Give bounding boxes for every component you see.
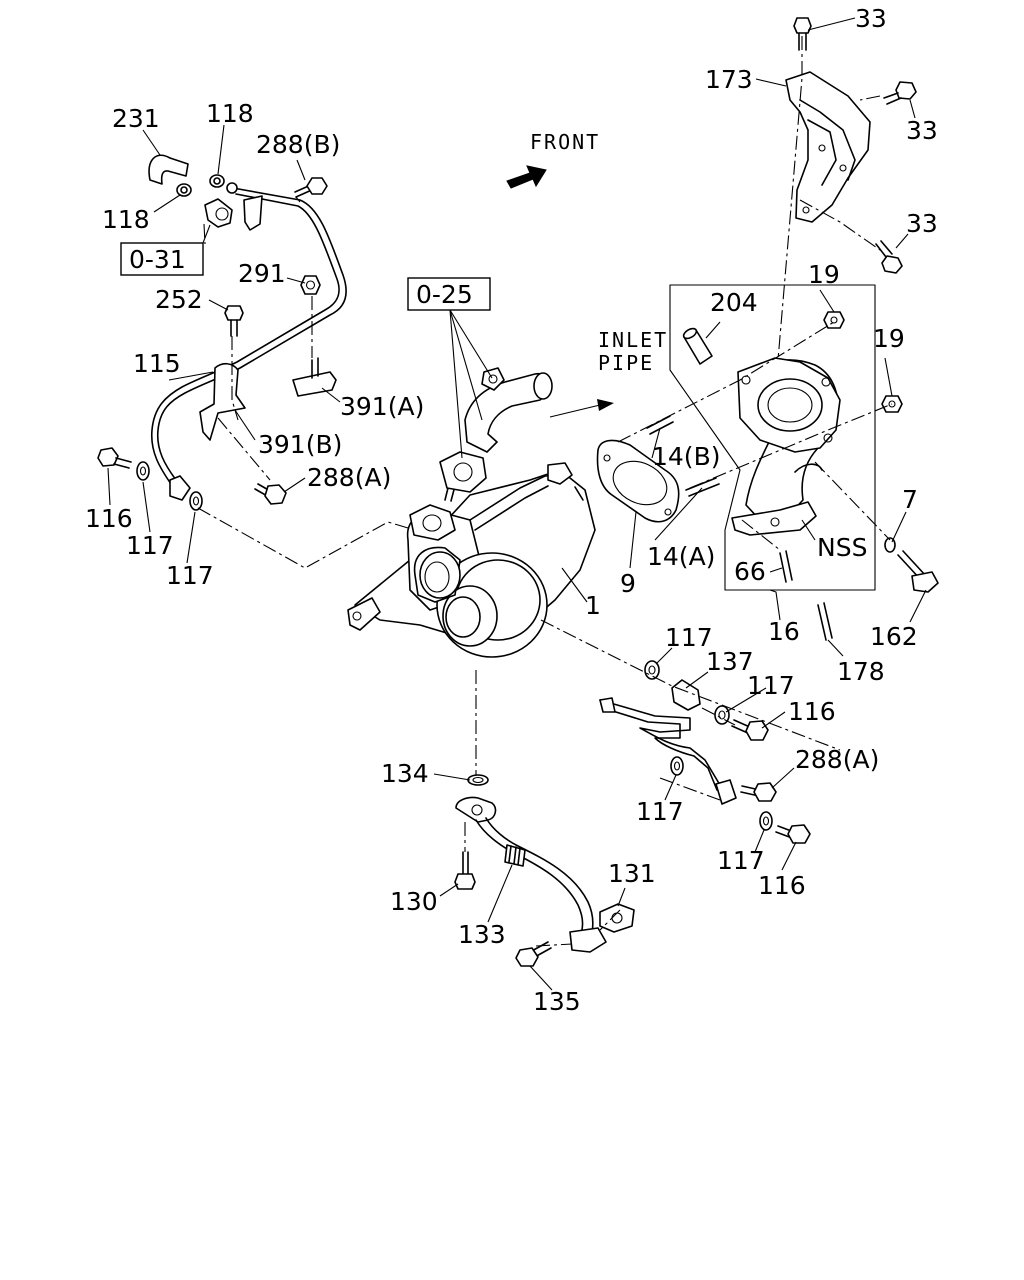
bracket-391b[interactable] <box>199 362 246 441</box>
callout-117-right-b[interactable]: 117 <box>747 671 795 700</box>
callout-9[interactable]: 9 <box>620 569 636 598</box>
hose-231[interactable] <box>148 154 189 185</box>
callout-14b[interactable]: 14(B) <box>652 442 720 471</box>
callout-66[interactable]: 66 <box>734 557 766 586</box>
callout-33-low[interactable]: 33 <box>906 209 938 238</box>
banjo-137[interactable] <box>671 679 701 711</box>
pipe-label: PIPE <box>598 351 654 375</box>
inlet-label: INLET <box>598 328 668 352</box>
washer-117-right-d[interactable] <box>759 811 773 831</box>
fitting-0-31[interactable] <box>204 198 233 228</box>
callout-116-right-a[interactable]: 116 <box>788 697 836 726</box>
heat-shield-173[interactable] <box>785 71 871 223</box>
gasket-0-25[interactable] <box>439 451 487 493</box>
bolt-116-left[interactable] <box>97 447 132 469</box>
callout-118-bottom[interactable]: 118 <box>102 205 150 234</box>
turbocharger-1[interactable] <box>347 462 596 658</box>
callout-162[interactable]: 162 <box>870 622 918 651</box>
bolt-33-top[interactable] <box>793 17 812 51</box>
callout-391b[interactable]: 391(B) <box>258 430 342 459</box>
callout-288b[interactable]: 288(B) <box>256 130 340 159</box>
bolt-288a-left[interactable] <box>254 483 287 505</box>
stud-178[interactable] <box>817 602 833 641</box>
callout-nss[interactable]: NSS <box>817 533 867 562</box>
callout-116-left[interactable]: 116 <box>85 504 133 533</box>
bolt-130[interactable] <box>454 851 476 890</box>
gasket-9[interactable] <box>596 439 680 523</box>
callout-19-upper[interactable]: 19 <box>808 260 840 289</box>
callout-288a-right[interactable]: 288(A) <box>795 745 879 774</box>
nut-19-upper[interactable] <box>823 311 845 329</box>
assembly-center-lines <box>197 36 893 947</box>
leader-lines <box>107 17 927 991</box>
inlet-pipe-arrow <box>549 399 614 418</box>
clamp-118-upper[interactable] <box>209 174 225 188</box>
callout-117-right-c[interactable]: 117 <box>636 797 684 826</box>
reference-0-31-label: 0-31 <box>129 245 186 274</box>
callout-19-lower[interactable]: 19 <box>873 324 905 353</box>
callout-115[interactable]: 115 <box>133 349 181 378</box>
callouts: 231 118 118 288(B) 291 252 115 391(A) 39… <box>85 4 938 1016</box>
outlet-group-frame <box>669 284 876 591</box>
callout-33-mid[interactable]: 33 <box>906 116 938 145</box>
callout-135[interactable]: 135 <box>533 987 581 1016</box>
washer-117-left-b[interactable] <box>189 491 203 511</box>
reference-box-0-31[interactable]: 0-31 <box>120 242 204 276</box>
front-arrow <box>506 165 547 189</box>
callout-173[interactable]: 173 <box>705 65 753 94</box>
callout-231[interactable]: 231 <box>112 104 160 133</box>
callout-116-right-b[interactable]: 116 <box>758 871 806 900</box>
pin-204[interactable] <box>682 327 713 365</box>
bolt-33-mid[interactable] <box>883 81 917 105</box>
callout-131[interactable]: 131 <box>608 859 656 888</box>
bolt-288a-right[interactable] <box>740 782 777 802</box>
bolt-116-right-a[interactable] <box>731 719 769 741</box>
gasket-134[interactable] <box>467 774 489 786</box>
water-pipe-assembly[interactable] <box>599 697 737 805</box>
callout-130[interactable]: 130 <box>390 887 438 916</box>
callout-117-right-a[interactable]: 117 <box>665 623 713 652</box>
clamp-118-lower[interactable] <box>176 183 192 197</box>
front-label: FRONT <box>530 130 600 154</box>
stud-14a[interactable] <box>685 477 720 497</box>
callout-391a[interactable]: 391(A) <box>340 392 424 421</box>
inlet-elbow[interactable] <box>464 367 553 453</box>
callout-117-left-b[interactable]: 117 <box>166 561 214 590</box>
callout-133[interactable]: 133 <box>458 920 506 949</box>
callout-1[interactable]: 1 <box>585 591 601 620</box>
reference-0-25-label: 0-25 <box>416 280 473 309</box>
outlet-pipe-16[interactable] <box>731 357 841 536</box>
callout-288a-left[interactable]: 288(A) <box>307 463 391 492</box>
bolt-288b[interactable] <box>294 177 328 198</box>
callout-14a[interactable]: 14(A) <box>647 542 715 571</box>
callout-178[interactable]: 178 <box>837 657 885 686</box>
callout-291[interactable]: 291 <box>238 259 286 288</box>
callout-134[interactable]: 134 <box>381 759 429 788</box>
callout-118-top[interactable]: 118 <box>206 99 254 128</box>
washer-117-right-c[interactable] <box>670 756 684 776</box>
bolt-135[interactable] <box>515 941 552 967</box>
callout-16[interactable]: 16 <box>768 617 800 646</box>
bolt-162[interactable] <box>897 550 939 593</box>
oil-drain-pipe-133[interactable] <box>455 796 607 953</box>
callout-117-right-d[interactable]: 117 <box>717 846 765 875</box>
callout-204[interactable]: 204 <box>710 288 758 317</box>
bolt-252[interactable] <box>224 305 244 337</box>
callout-7[interactable]: 7 <box>902 485 918 514</box>
bolt-116-right-b[interactable] <box>775 824 811 844</box>
nut-291[interactable] <box>300 275 321 295</box>
callout-137[interactable]: 137 <box>706 647 754 676</box>
callout-117-left-a[interactable]: 117 <box>126 531 174 560</box>
gasket-131[interactable] <box>599 903 635 933</box>
bolt-33-low[interactable] <box>875 240 903 274</box>
reference-box-0-25[interactable]: 0-25 <box>407 277 491 311</box>
washer-7[interactable] <box>884 537 896 553</box>
stud-66[interactable] <box>779 550 793 583</box>
clip-391a[interactable] <box>292 357 337 397</box>
callout-33-top[interactable]: 33 <box>855 4 887 33</box>
washer-117-left-a[interactable] <box>136 461 150 481</box>
callout-252[interactable]: 252 <box>155 285 203 314</box>
